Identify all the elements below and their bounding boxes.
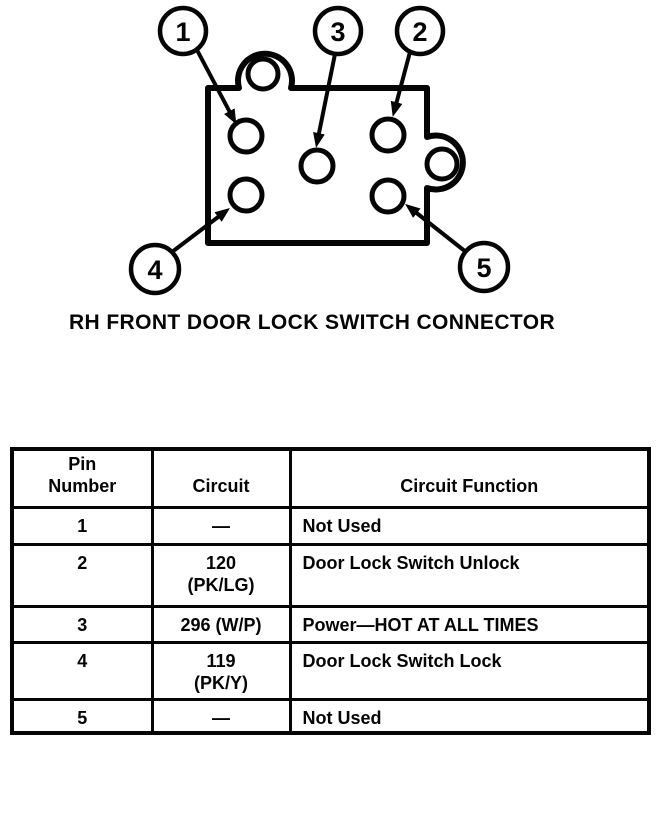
circuit-function-cell: Not Used: [288, 505, 651, 546]
pin-number-cell: 3: [10, 604, 154, 644]
top-tab-hole: [245, 56, 281, 92]
circuit-cell: —: [150, 505, 292, 546]
connector-pinout-diagram: 1 3 2 4 5: [128, 5, 511, 296]
pin-1-cavity: [227, 117, 265, 155]
callout-line-4: [170, 207, 230, 254]
pin-number-cell: 5: [10, 697, 154, 735]
pin-number-cell: 4: [10, 640, 154, 701]
callout-circle-5: [457, 240, 511, 294]
header-circuit: Circuit: [150, 447, 292, 509]
callout-line-1: [195, 49, 237, 125]
callout-label-3: 3: [330, 17, 345, 47]
pinout-table-head: Pin Number Circuit Circuit Function: [10, 447, 651, 509]
pinout-table-body: 1 — Not Used 2 120 (PK/LG) Door Lock Swi…: [10, 505, 651, 735]
pin-number-cell: 2: [10, 542, 154, 608]
table-row-pin-4: 4 119 (PK/Y) Door Lock Switch Lock: [10, 640, 651, 701]
callout-label-1: 1: [175, 17, 190, 47]
diagram-caption: RH FRONT DOOR LOCK SWITCH CONNECTOR: [68, 311, 556, 334]
header-pin-number: Pin Number: [10, 447, 154, 509]
callout-circle-4: [128, 242, 182, 296]
callout-circle-2: [394, 5, 446, 57]
circuit-function-cell: Door Lock Switch Unlock: [288, 542, 651, 608]
callout-label-2: 2: [412, 17, 427, 47]
pin-number-cell: 1: [10, 505, 154, 546]
circuit-cell: 120 (PK/LG): [150, 542, 292, 608]
right-tab-hole: [424, 146, 460, 182]
circuit-cell: 119 (PK/Y): [150, 640, 292, 701]
callout-circle-3: [312, 5, 364, 57]
pin-4-cavity: [227, 176, 265, 214]
pinout-table: Pin Number Circuit Circuit Function 1 — …: [10, 447, 651, 735]
callout-label-5: 5: [476, 253, 491, 283]
circuit-function-cell: Door Lock Switch Lock: [288, 640, 651, 701]
table-row-pin-1: 1 — Not Used: [10, 505, 651, 546]
table-row-pin-5: 5 — Not Used: [10, 697, 651, 735]
callout-label-4: 4: [147, 255, 162, 285]
circuit-cell: 296 (W/P): [150, 604, 292, 644]
pin-2-cavity: [369, 116, 407, 154]
pin-5-cavity: [369, 177, 407, 215]
callout-line-2: [390, 51, 412, 117]
header-row: Pin Number Circuit Circuit Function: [10, 447, 651, 509]
circuit-cell: —: [150, 697, 292, 735]
callout-line-5: [405, 203, 468, 254]
callout-circle-1: [157, 5, 209, 57]
circuit-function-cell: Not Used: [288, 697, 651, 735]
callout-line-3: [313, 53, 337, 148]
table-row-pin-2: 2 120 (PK/LG) Door Lock Switch Unlock: [10, 542, 651, 608]
pin-3-cavity: [298, 147, 336, 185]
table-row-pin-3: 3 296 (W/P) Power—HOT AT ALL TIMES: [10, 604, 651, 644]
header-circuit-function: Circuit Function: [288, 447, 651, 509]
circuit-function-cell: Power—HOT AT ALL TIMES: [288, 604, 651, 644]
